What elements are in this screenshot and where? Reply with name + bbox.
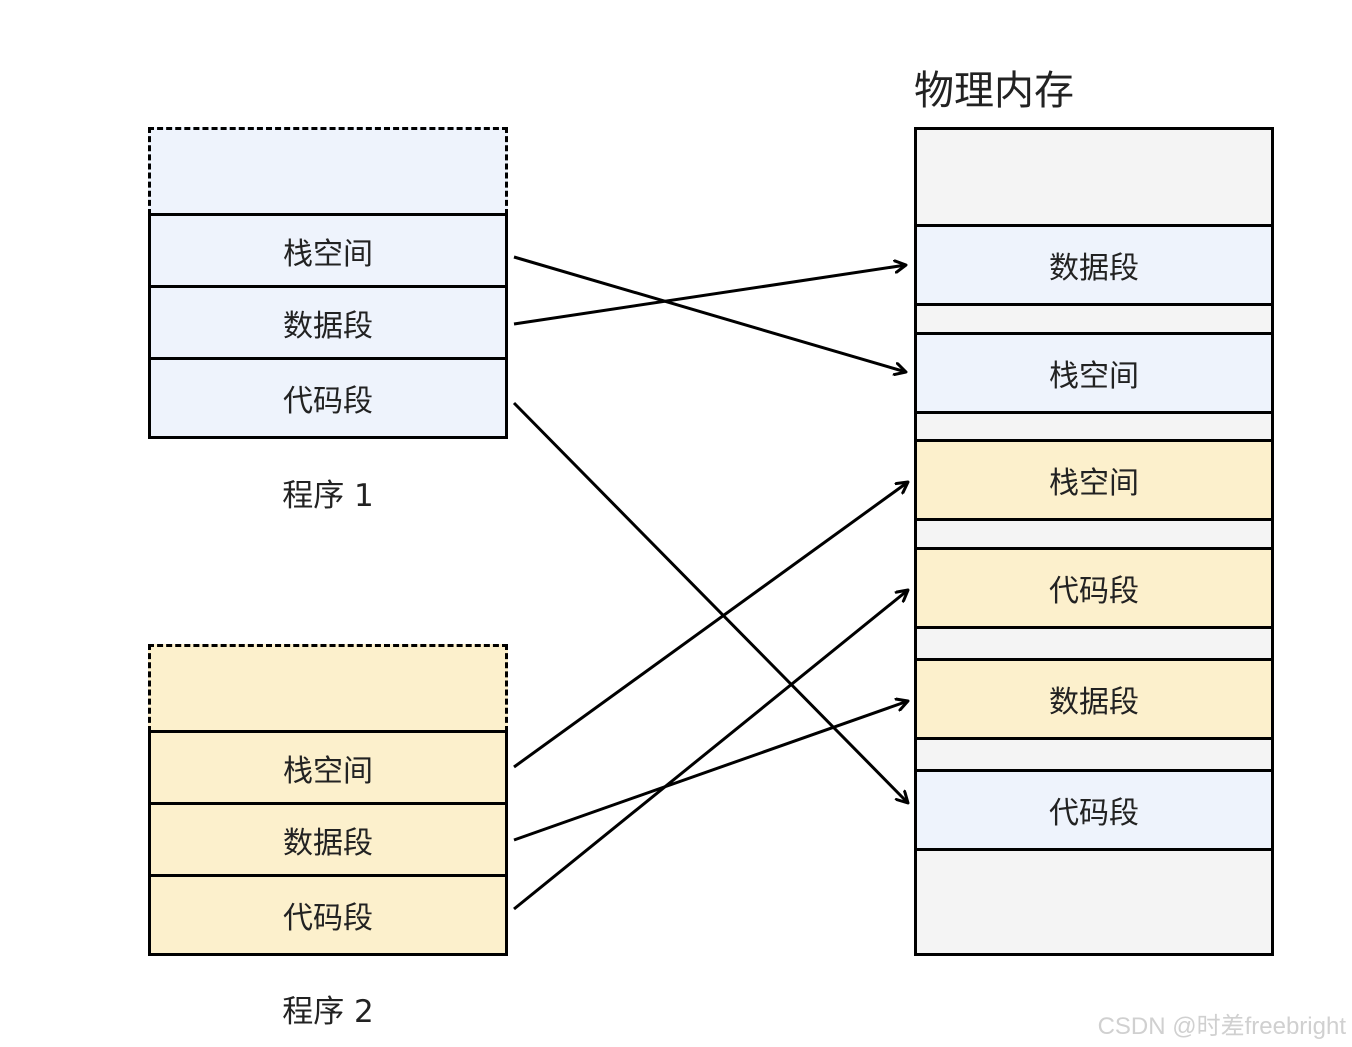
program2-data-segment: 数据段 <box>148 802 508 877</box>
arrow-p1-data <box>513 265 906 326</box>
memory-block-program1-stack: 栈空间 <box>914 332 1274 414</box>
memory-block-program2-code: 代码段 <box>914 547 1274 629</box>
program1-unused-space <box>148 127 508 215</box>
arrow-p1-code <box>512 401 908 803</box>
program1-code-segment: 代码段 <box>148 357 508 439</box>
memory-block-program2-stack: 栈空间 <box>914 439 1274 521</box>
arrow-p2-code <box>513 590 908 911</box>
memory-block-program1-code: 代码段 <box>914 769 1274 851</box>
memory-block-program2-data: 数据段 <box>914 658 1274 740</box>
watermark: CSDN @时差freebright <box>1097 1013 1346 1040</box>
memory-block-program1-data: 数据段 <box>914 224 1274 306</box>
arrow-p2-data <box>513 701 908 842</box>
program2-unused-space <box>148 644 508 732</box>
program2-stack-segment: 栈空间 <box>148 730 508 805</box>
program2-caption: 程序 2 <box>282 994 374 1030</box>
arrow-p1-stack <box>513 255 906 372</box>
physical-memory-title: 物理内存 <box>914 68 1074 114</box>
arrow-p2-stack <box>513 482 908 769</box>
program1-caption: 程序 1 <box>282 478 374 514</box>
program2-code-segment: 代码段 <box>148 874 508 956</box>
program1-data-segment: 数据段 <box>148 285 508 360</box>
program1-stack-segment: 栈空间 <box>148 213 508 288</box>
